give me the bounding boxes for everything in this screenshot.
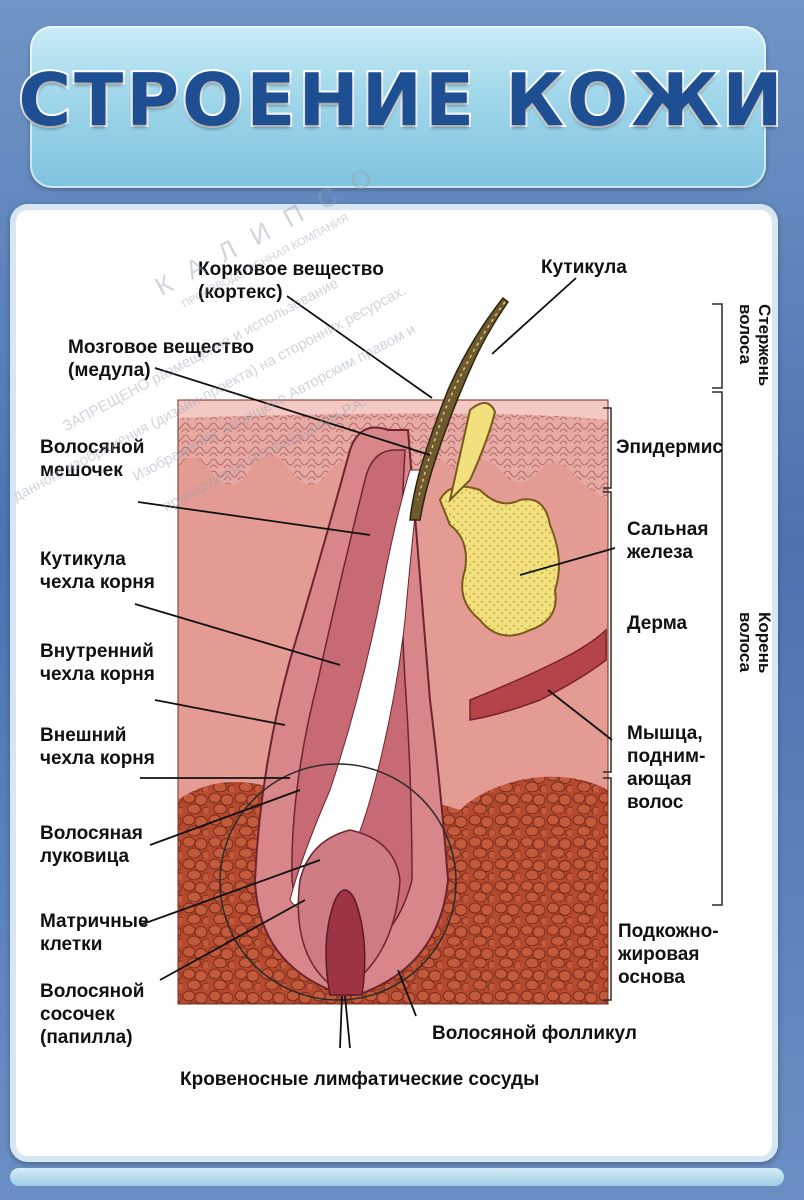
label-sebaceous-gland: Сальная железа [627,519,709,563]
title-banner [30,26,766,188]
label-inner-root-sheath: Внутренний чехла корня [40,641,155,685]
label-papilla: Волосяной сосочек (папилла) [40,981,145,1048]
label-dermis: Дерма [627,613,688,634]
label-epidermis: Эпидермис [616,437,723,458]
label-cuticle-root-sheath: Кутикула чехла корня [40,549,155,593]
bottom-bar [10,1168,784,1186]
label-outer-root-sheath: Внешний чехла корня [40,725,155,769]
label-arrector-muscle: Мышца, подним- ающая волос [627,723,706,813]
label-medulla: Мозговое вещество (медула) [68,337,255,381]
label-hair-bulb: Волосяная луковица [40,823,143,867]
label-matrix-cells: Матричные клетки [40,911,149,955]
label-hair-sac: Волосяной мешочек [40,437,145,481]
label-hair-root: Корень волоса [736,612,774,674]
label-hypodermis: Подкожно- жировая основа [618,921,719,988]
label-cortex: Корковое вещество (кортекс) [198,259,384,303]
label-hair-shaft: Стержень волоса [736,304,774,387]
label-cuticle: Кутикула [541,257,627,278]
page-title: СТРОЕНИЕ КОЖИ [16,56,786,144]
label-hair-follicle: Волосяной фолликул [432,1023,637,1044]
label-blood-vessels: Кровеносные лимфатические сосуды [180,1069,540,1090]
